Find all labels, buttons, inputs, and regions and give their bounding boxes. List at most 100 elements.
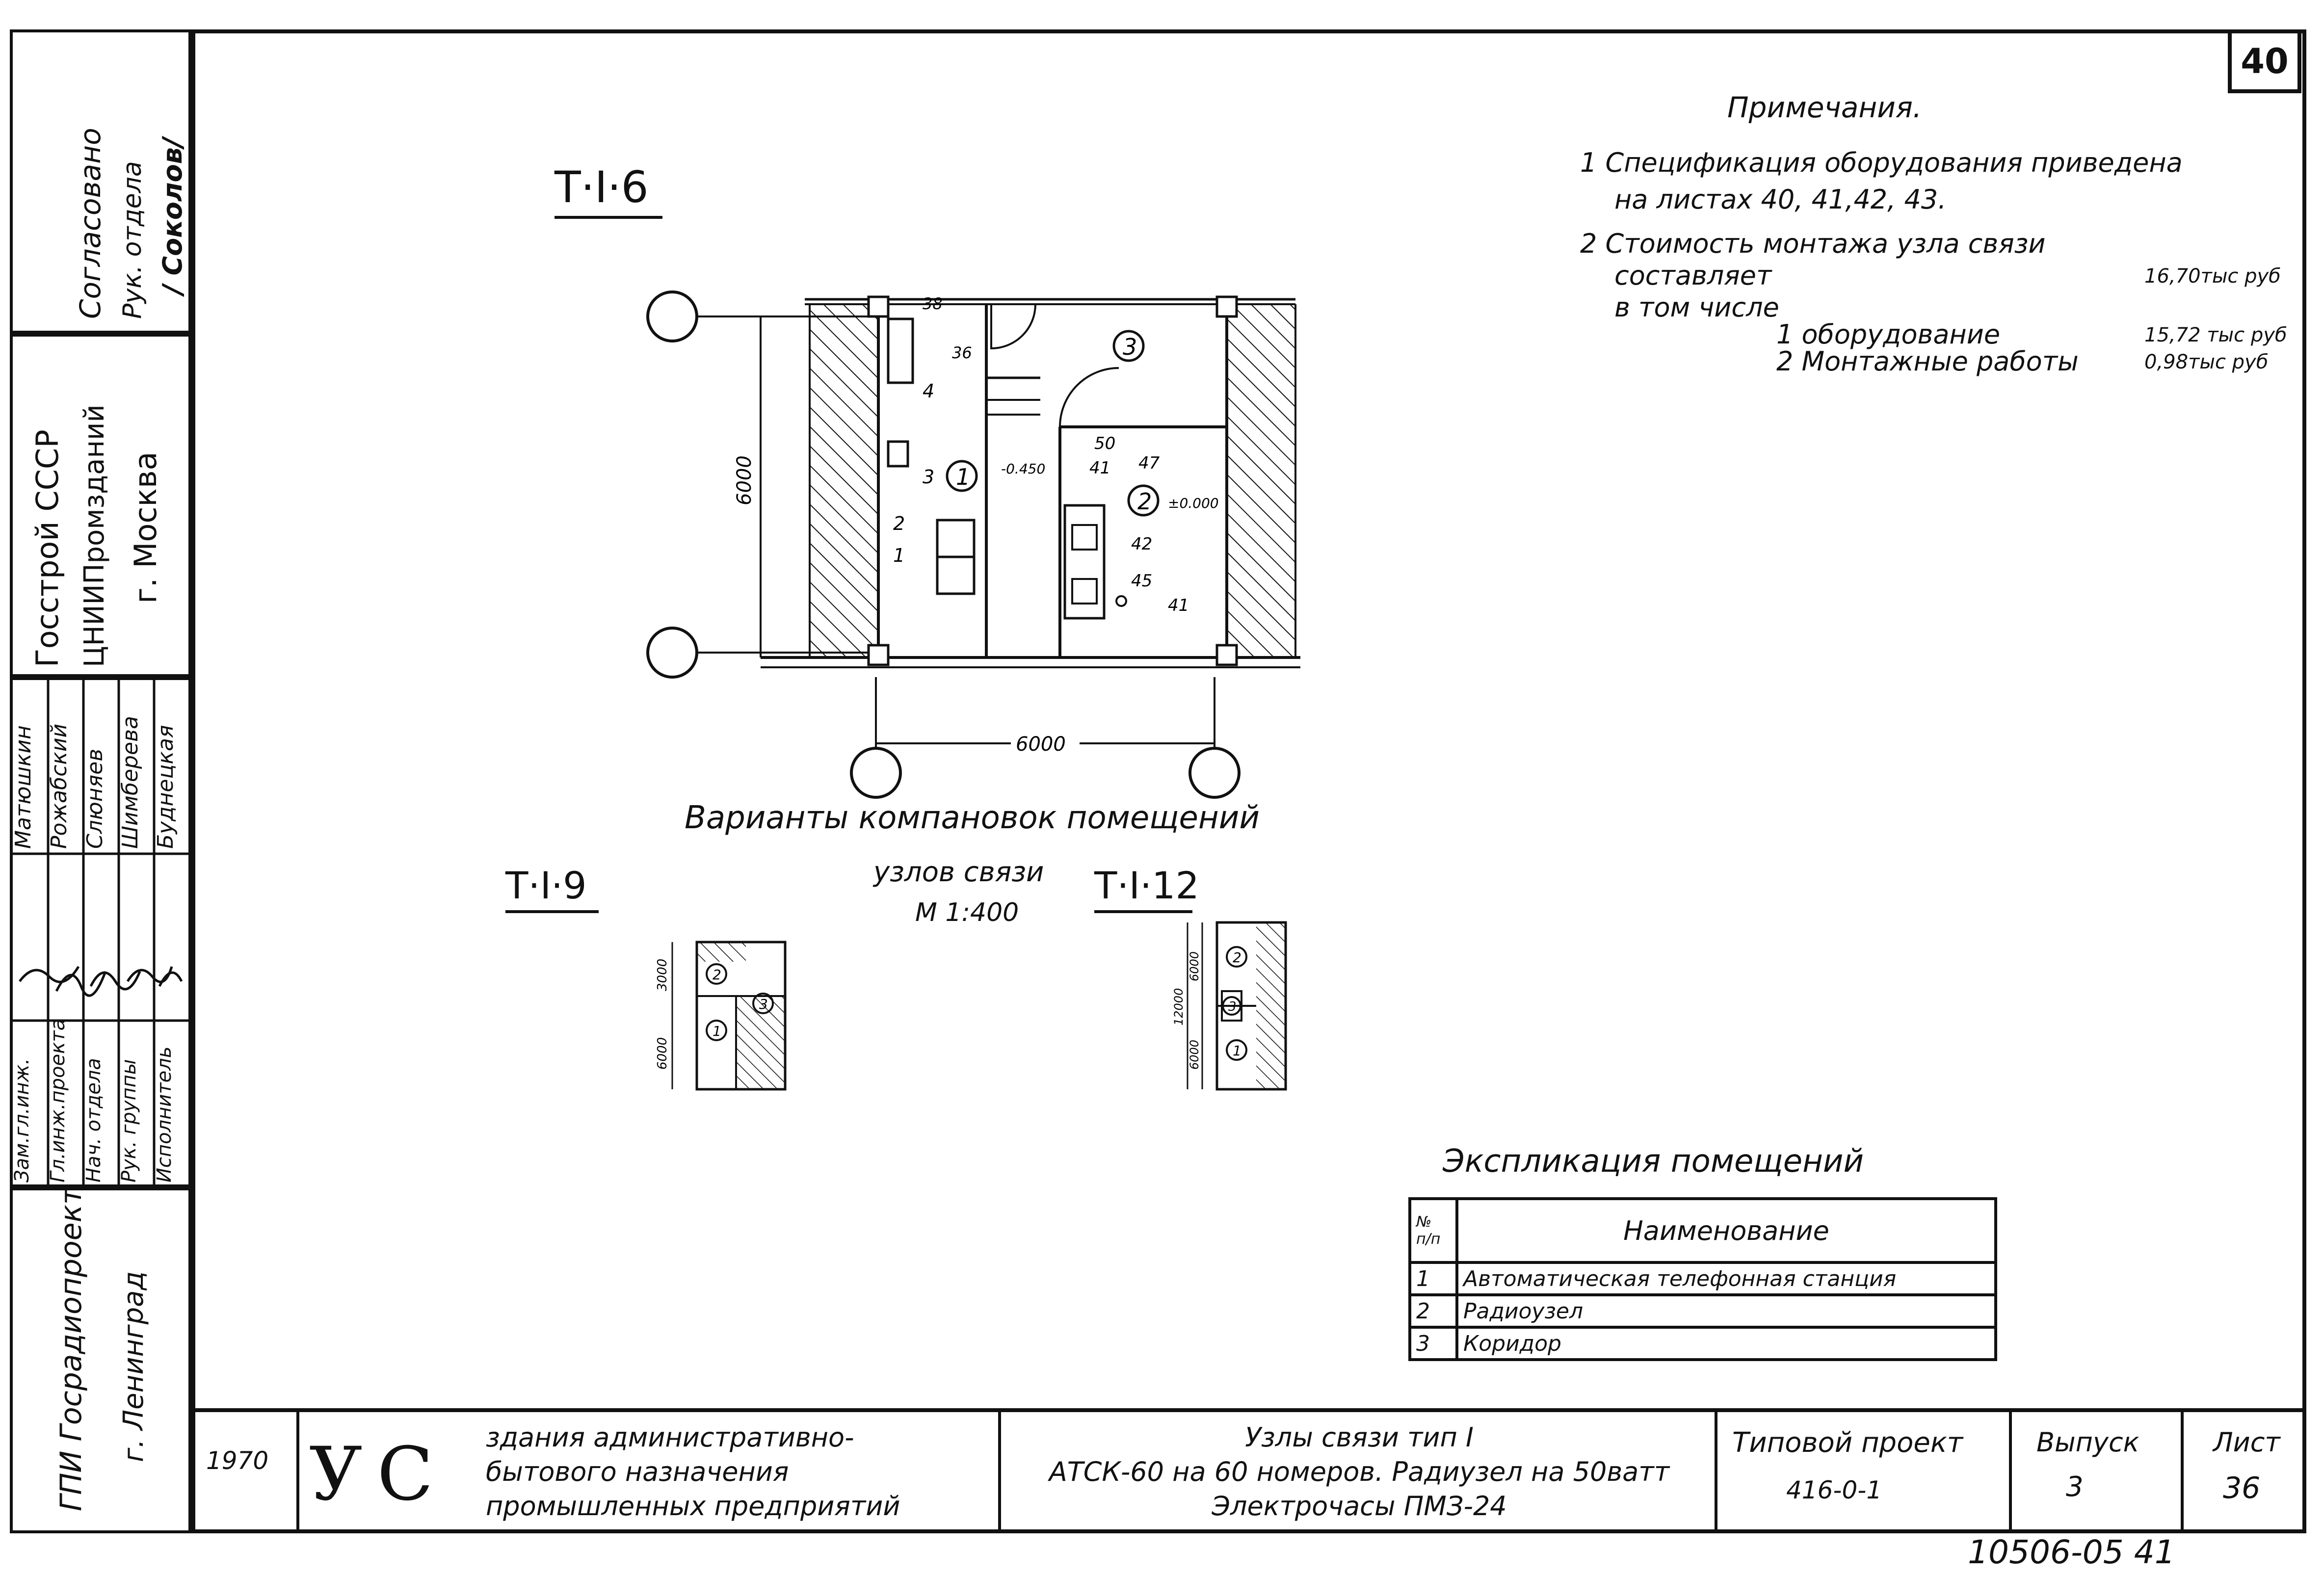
name-4: Шимберева xyxy=(118,716,143,849)
table-row: 2 Радиоузел xyxy=(1408,1293,1997,1329)
note-2-line-2: составляет xyxy=(1614,260,1772,291)
tb-year-cell: 1970 xyxy=(191,1412,299,1533)
title-block: 1970 УС здания административно- бытового… xyxy=(191,1408,2306,1533)
svg-text:2: 2 xyxy=(1233,949,1241,966)
tb-subject-cell: Узлы связи тип I АТСК-60 на 60 номеров. … xyxy=(1001,1412,1717,1533)
tb-sheet-cell: Лист 36 xyxy=(2184,1412,2301,1533)
notes-title: Примечания. xyxy=(1727,91,1922,124)
signatures-cell xyxy=(10,677,191,1187)
variant-9-dim-3000: 3000 xyxy=(655,959,670,991)
explication-table: № п/п Наименование 1 Автоматическая теле… xyxy=(1408,1197,1997,1361)
drawing-frame xyxy=(191,29,2306,1533)
main-dim-vertical: 6000 xyxy=(733,455,756,505)
note-1-line-1: 1 Спецификация оборудования приведена xyxy=(1580,147,2183,178)
label-45: 45 xyxy=(1131,571,1152,591)
variant-9-dim-6000: 6000 xyxy=(655,1037,670,1070)
variant-12-dim-12000: 12000 xyxy=(1172,988,1186,1025)
label-42: 42 xyxy=(1131,534,1152,554)
main-floor-plan: 1 2 3 6000 6000 38 36 4 3 2 1 -0.450 ±0.… xyxy=(646,290,1300,799)
tb-sheet-label: Лист xyxy=(2213,1427,2280,1458)
note-2-sub-2: 2 Монтажные работы xyxy=(1776,346,2079,377)
note-2-sub-1-value: 15,72 тыс руб xyxy=(2144,324,2287,346)
main-plan-label: Т·I·6 xyxy=(555,162,649,212)
variant-9-label: Т·I·9 xyxy=(505,864,587,907)
dept-head-label: Рук. отдела xyxy=(118,161,147,319)
tb-purpose-2: бытового назначения xyxy=(486,1456,789,1487)
name-3: Слюняев xyxy=(82,748,107,849)
tb-issue-cell: Выпуск 3 xyxy=(2012,1412,2184,1533)
variant-12-label: Т·I·12 xyxy=(1094,864,1199,907)
signatures-grid xyxy=(10,677,191,1187)
variants-caption-line-2: узлов связи xyxy=(873,856,1044,888)
row-num: 3 xyxy=(1408,1326,1458,1361)
tb-purpose-cell: УС здания административно- бытового назн… xyxy=(299,1412,1001,1533)
org-cell xyxy=(10,334,191,677)
svg-text:1: 1 xyxy=(713,1023,721,1039)
label-1: 1 xyxy=(893,545,905,566)
label-36: 36 xyxy=(952,343,972,362)
inventory-number: 10506-05 41 xyxy=(1968,1533,2175,1571)
svg-text:1: 1 xyxy=(1233,1043,1241,1059)
role-3: Нач. отдела xyxy=(82,1058,105,1182)
explication-col-num: № п/п xyxy=(1408,1197,1458,1264)
tb-sheet-num: 36 xyxy=(2223,1471,2261,1505)
variant-9-underline xyxy=(505,910,599,913)
tb-subject-1: Узлы связи тип I xyxy=(1245,1422,1474,1453)
table-row: 3 Коридор xyxy=(1408,1326,1997,1361)
sheet-corner-number: 40 xyxy=(2228,29,2301,93)
agreement-cell xyxy=(10,29,191,334)
role-5: Исполнитель xyxy=(153,1046,176,1182)
label-47: 47 xyxy=(1138,453,1160,473)
tb-year: 1970 xyxy=(206,1446,269,1475)
svg-text:3: 3 xyxy=(1228,999,1237,1014)
tb-subject-2: АТСК-60 на 60 номеров. Радиузел на 50ват… xyxy=(1049,1456,1670,1487)
name-5: Буднецкая xyxy=(153,725,178,849)
note-1-line-2: на листах 40, 41,42, 43. xyxy=(1614,184,1947,215)
row-name: Коридор xyxy=(1455,1326,1997,1361)
label-3: 3 xyxy=(923,466,934,488)
label-41-bottom: 41 xyxy=(1168,596,1189,615)
org-line-3: г. Москва xyxy=(128,451,163,604)
note-2-line-1: 2 Стоимость монтажа узла связи xyxy=(1580,228,2046,259)
level-main: -0.450 xyxy=(1001,461,1045,477)
designer-line-2: г. Ленинград xyxy=(118,1271,150,1462)
label-50: 50 xyxy=(1094,434,1115,453)
tb-project-cell: Типовой проект 416-0-1 xyxy=(1717,1412,2012,1533)
variants-caption-line-1: Варианты компановок помещений xyxy=(685,800,1260,836)
role-2: Гл.инж.проекта xyxy=(47,1018,69,1182)
tb-issue-num: 3 xyxy=(2066,1471,2084,1503)
svg-text:3: 3 xyxy=(1123,334,1137,360)
variant-9-plan: 2 1 3 3000 6000 xyxy=(655,941,787,1091)
role-4: Рук. группы xyxy=(118,1059,140,1182)
row-num: 2 xyxy=(1408,1293,1458,1329)
tb-issue-label: Выпуск xyxy=(2036,1427,2139,1458)
label-38: 38 xyxy=(923,294,943,313)
svg-text:1: 1 xyxy=(956,464,970,490)
row-name: Автоматическая телефонная станция xyxy=(1455,1261,1997,1296)
note-2-line-3: в том числе xyxy=(1614,292,1779,323)
tb-logo: УС xyxy=(309,1432,449,1517)
explication-col-name: Наименование xyxy=(1455,1197,1997,1264)
variant-12-plan: 2 1 3 12000 6000 6000 xyxy=(1172,921,1287,1091)
note-2-total: 16,70тыс руб xyxy=(2144,265,2281,288)
designer-line-1: ГПИ Госрадиопроект xyxy=(54,1187,88,1511)
label-2: 2 xyxy=(893,513,905,534)
table-row: 1 Автоматическая телефонная станция xyxy=(1408,1261,1997,1296)
role-1: Зам.гл.инж. xyxy=(11,1058,33,1182)
name-2: Рожабский xyxy=(47,723,72,849)
designer-cell xyxy=(10,1187,191,1533)
signature-name: / Соколов/ xyxy=(157,137,188,294)
explication-title: Экспликация помещений xyxy=(1443,1143,1864,1180)
tb-purpose-3: промышленных предприятий xyxy=(486,1491,900,1522)
row-name: Радиоузел xyxy=(1455,1293,1997,1329)
variants-scale: М 1:400 xyxy=(915,898,1019,927)
agreed-label: Согласовано xyxy=(74,128,107,319)
main-plan-label-underline xyxy=(555,216,662,219)
tb-project-num: 416-0-1 xyxy=(1786,1476,1882,1504)
tb-project-label: Типовой проект xyxy=(1732,1427,1963,1459)
svg-text:2: 2 xyxy=(1137,488,1152,515)
name-1: Матюшкин xyxy=(11,725,36,849)
note-2-sub-1: 1 оборудование xyxy=(1776,319,2001,350)
tb-subject-3: Электрочасы ПМЗ-24 xyxy=(1212,1491,1507,1522)
note-2-sub-2-value: 0,98тыс руб xyxy=(2144,351,2269,373)
